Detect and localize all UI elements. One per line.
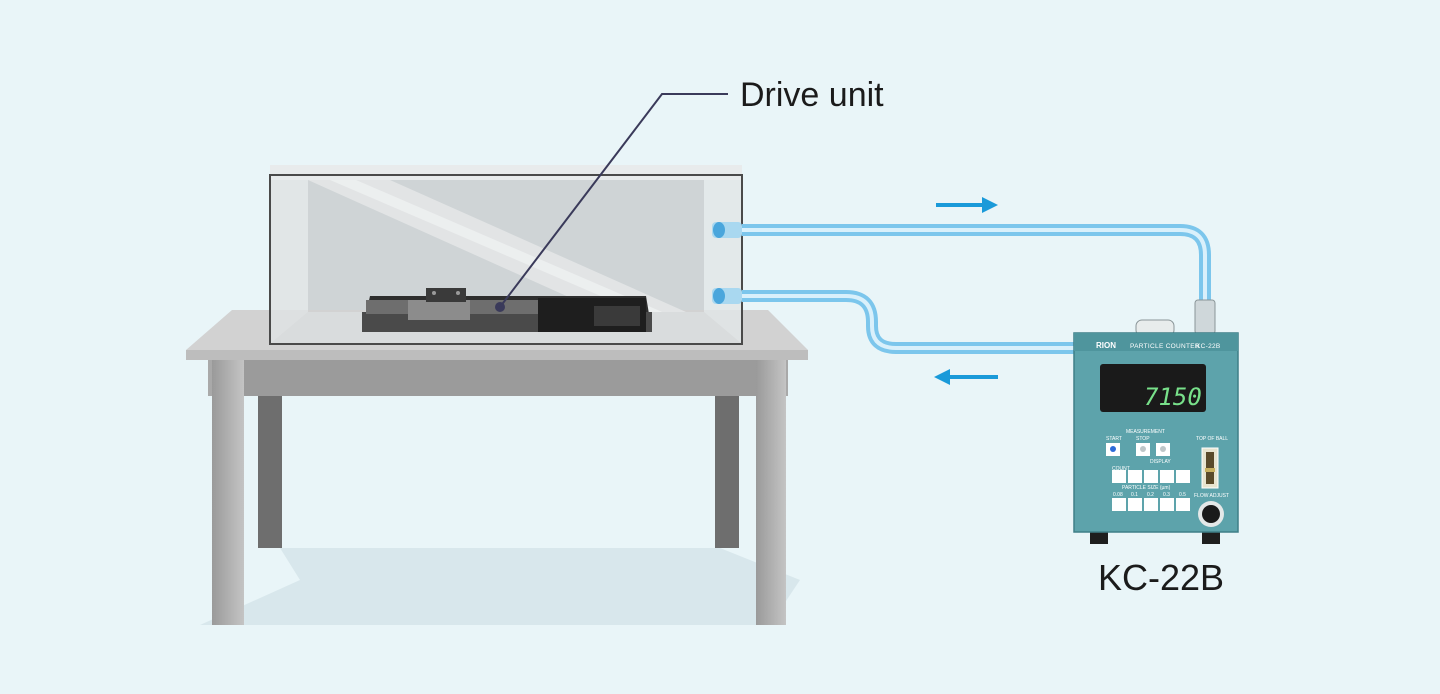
- table-top-edge: [186, 350, 808, 360]
- drive-unit-leader-line: [499, 93, 728, 308]
- drive-unit-carriage: [426, 288, 466, 302]
- size-label-1: 0.1: [1131, 492, 1138, 498]
- left-arrow-icon: [934, 369, 998, 385]
- count-label: COUNT: [1112, 466, 1130, 472]
- counter-panel-title: PARTICLE COUNTER: [1130, 343, 1200, 350]
- counter-display-value: 7150: [1144, 383, 1202, 411]
- measurement-label: MEASUREMENT: [1126, 429, 1165, 435]
- size-label-4: 0.5: [1179, 492, 1186, 498]
- size-label-0: 0.08: [1113, 492, 1123, 498]
- flow-adjust-label: FLOW ADJUST: [1194, 493, 1229, 499]
- tubes: [712, 222, 1216, 354]
- table-shadow: [200, 548, 800, 625]
- stop-label: STOP: [1136, 436, 1150, 442]
- counter-panel-model: KC-22B: [1196, 343, 1221, 350]
- size-button-1[interactable]: [1128, 498, 1142, 511]
- size-label-2: 0.2: [1147, 492, 1154, 498]
- counter-inlet-port: [1194, 299, 1216, 335]
- lower-nozzle: [712, 288, 742, 304]
- counter-foot-right: [1202, 530, 1220, 544]
- device-model-label: KC-22B: [1098, 557, 1224, 598]
- size-button-3[interactable]: [1160, 498, 1174, 511]
- particle-counter: RION PARTICLE COUNTER KC-22B 7150 MEASUR…: [1073, 319, 1239, 544]
- counter-display: [1100, 364, 1206, 412]
- particle-size-label: PARTICLE SIZE (µm): [1122, 485, 1171, 491]
- enclosure-top: [270, 165, 742, 180]
- display-button-3[interactable]: [1144, 470, 1158, 483]
- display-label: DISPLAY: [1150, 459, 1171, 465]
- size-label-3: 0.3: [1163, 492, 1170, 498]
- upper-nozzle: [712, 222, 742, 238]
- counter-foot-left: [1090, 530, 1108, 544]
- top-of-ball-label: TOP OF BALL: [1196, 436, 1228, 442]
- size-button-4[interactable]: [1176, 498, 1190, 511]
- enclosure-frame: [269, 174, 743, 345]
- display-button-4[interactable]: [1160, 470, 1174, 483]
- table-leg-back-right: [715, 388, 739, 548]
- table-leg-front-left: [212, 360, 244, 625]
- enclosure-left-side: [270, 175, 308, 344]
- counter-brand: RION: [1096, 341, 1116, 350]
- table-leg-back-left: [258, 388, 282, 548]
- drive-unit: [362, 288, 652, 332]
- glass-enclosure: [269, 165, 743, 345]
- drive-unit-label: Drive unit: [740, 76, 884, 114]
- display-button-5[interactable]: [1176, 470, 1190, 483]
- right-arrow-icon: [936, 197, 998, 213]
- size-button-2[interactable]: [1144, 498, 1158, 511]
- start-label: START: [1106, 436, 1122, 442]
- table-leg-front-right: [756, 360, 786, 625]
- outgoing-tube: [742, 224, 1211, 300]
- display-button-1[interactable]: [1112, 470, 1126, 483]
- size-button-0[interactable]: [1112, 498, 1126, 511]
- display-button-2[interactable]: [1128, 470, 1142, 483]
